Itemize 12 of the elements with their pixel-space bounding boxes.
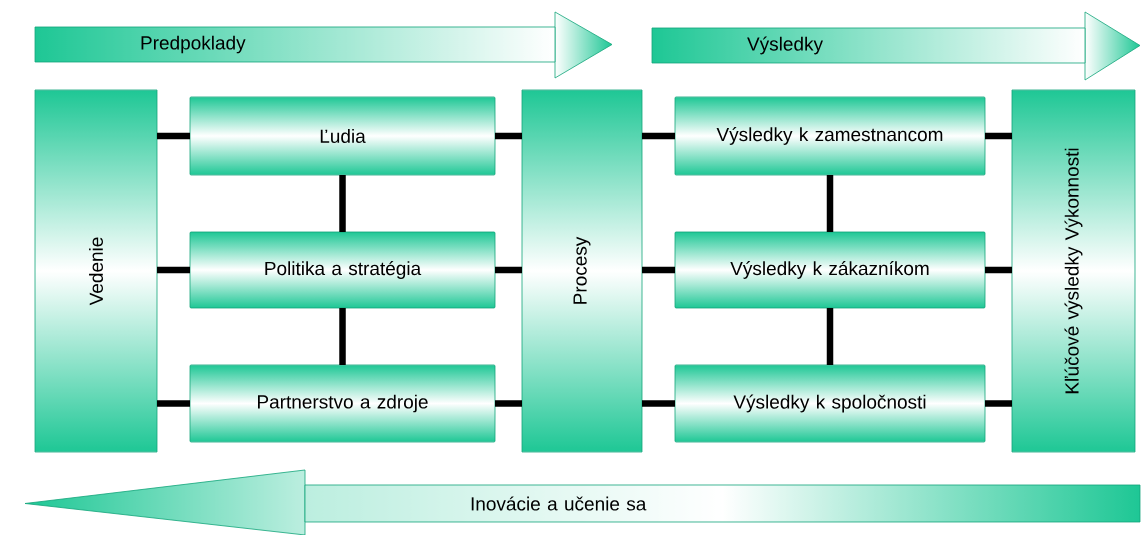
arrow-band: Predpoklady xyxy=(34,11,613,79)
arrow-band: Výsledky xyxy=(651,11,1141,81)
process-box: Ľudia xyxy=(189,96,496,176)
column-box: Vedenie xyxy=(34,89,158,453)
process-box: Výsledky k zákazníkom xyxy=(674,231,986,309)
column-box: Kľúčové výsledky Výkonnosti xyxy=(1011,89,1136,453)
process-box: Výsledky k spoločnosti xyxy=(674,364,986,443)
process-box: Partnerstvo a zdroje xyxy=(189,364,496,443)
process-box: Výsledky k zamestnancom xyxy=(674,96,986,176)
process-box: Politika a stratégia xyxy=(189,231,496,309)
column-box: Procesy xyxy=(521,89,643,453)
arrow-band: Inovácie a učenie sa xyxy=(24,469,1141,535)
